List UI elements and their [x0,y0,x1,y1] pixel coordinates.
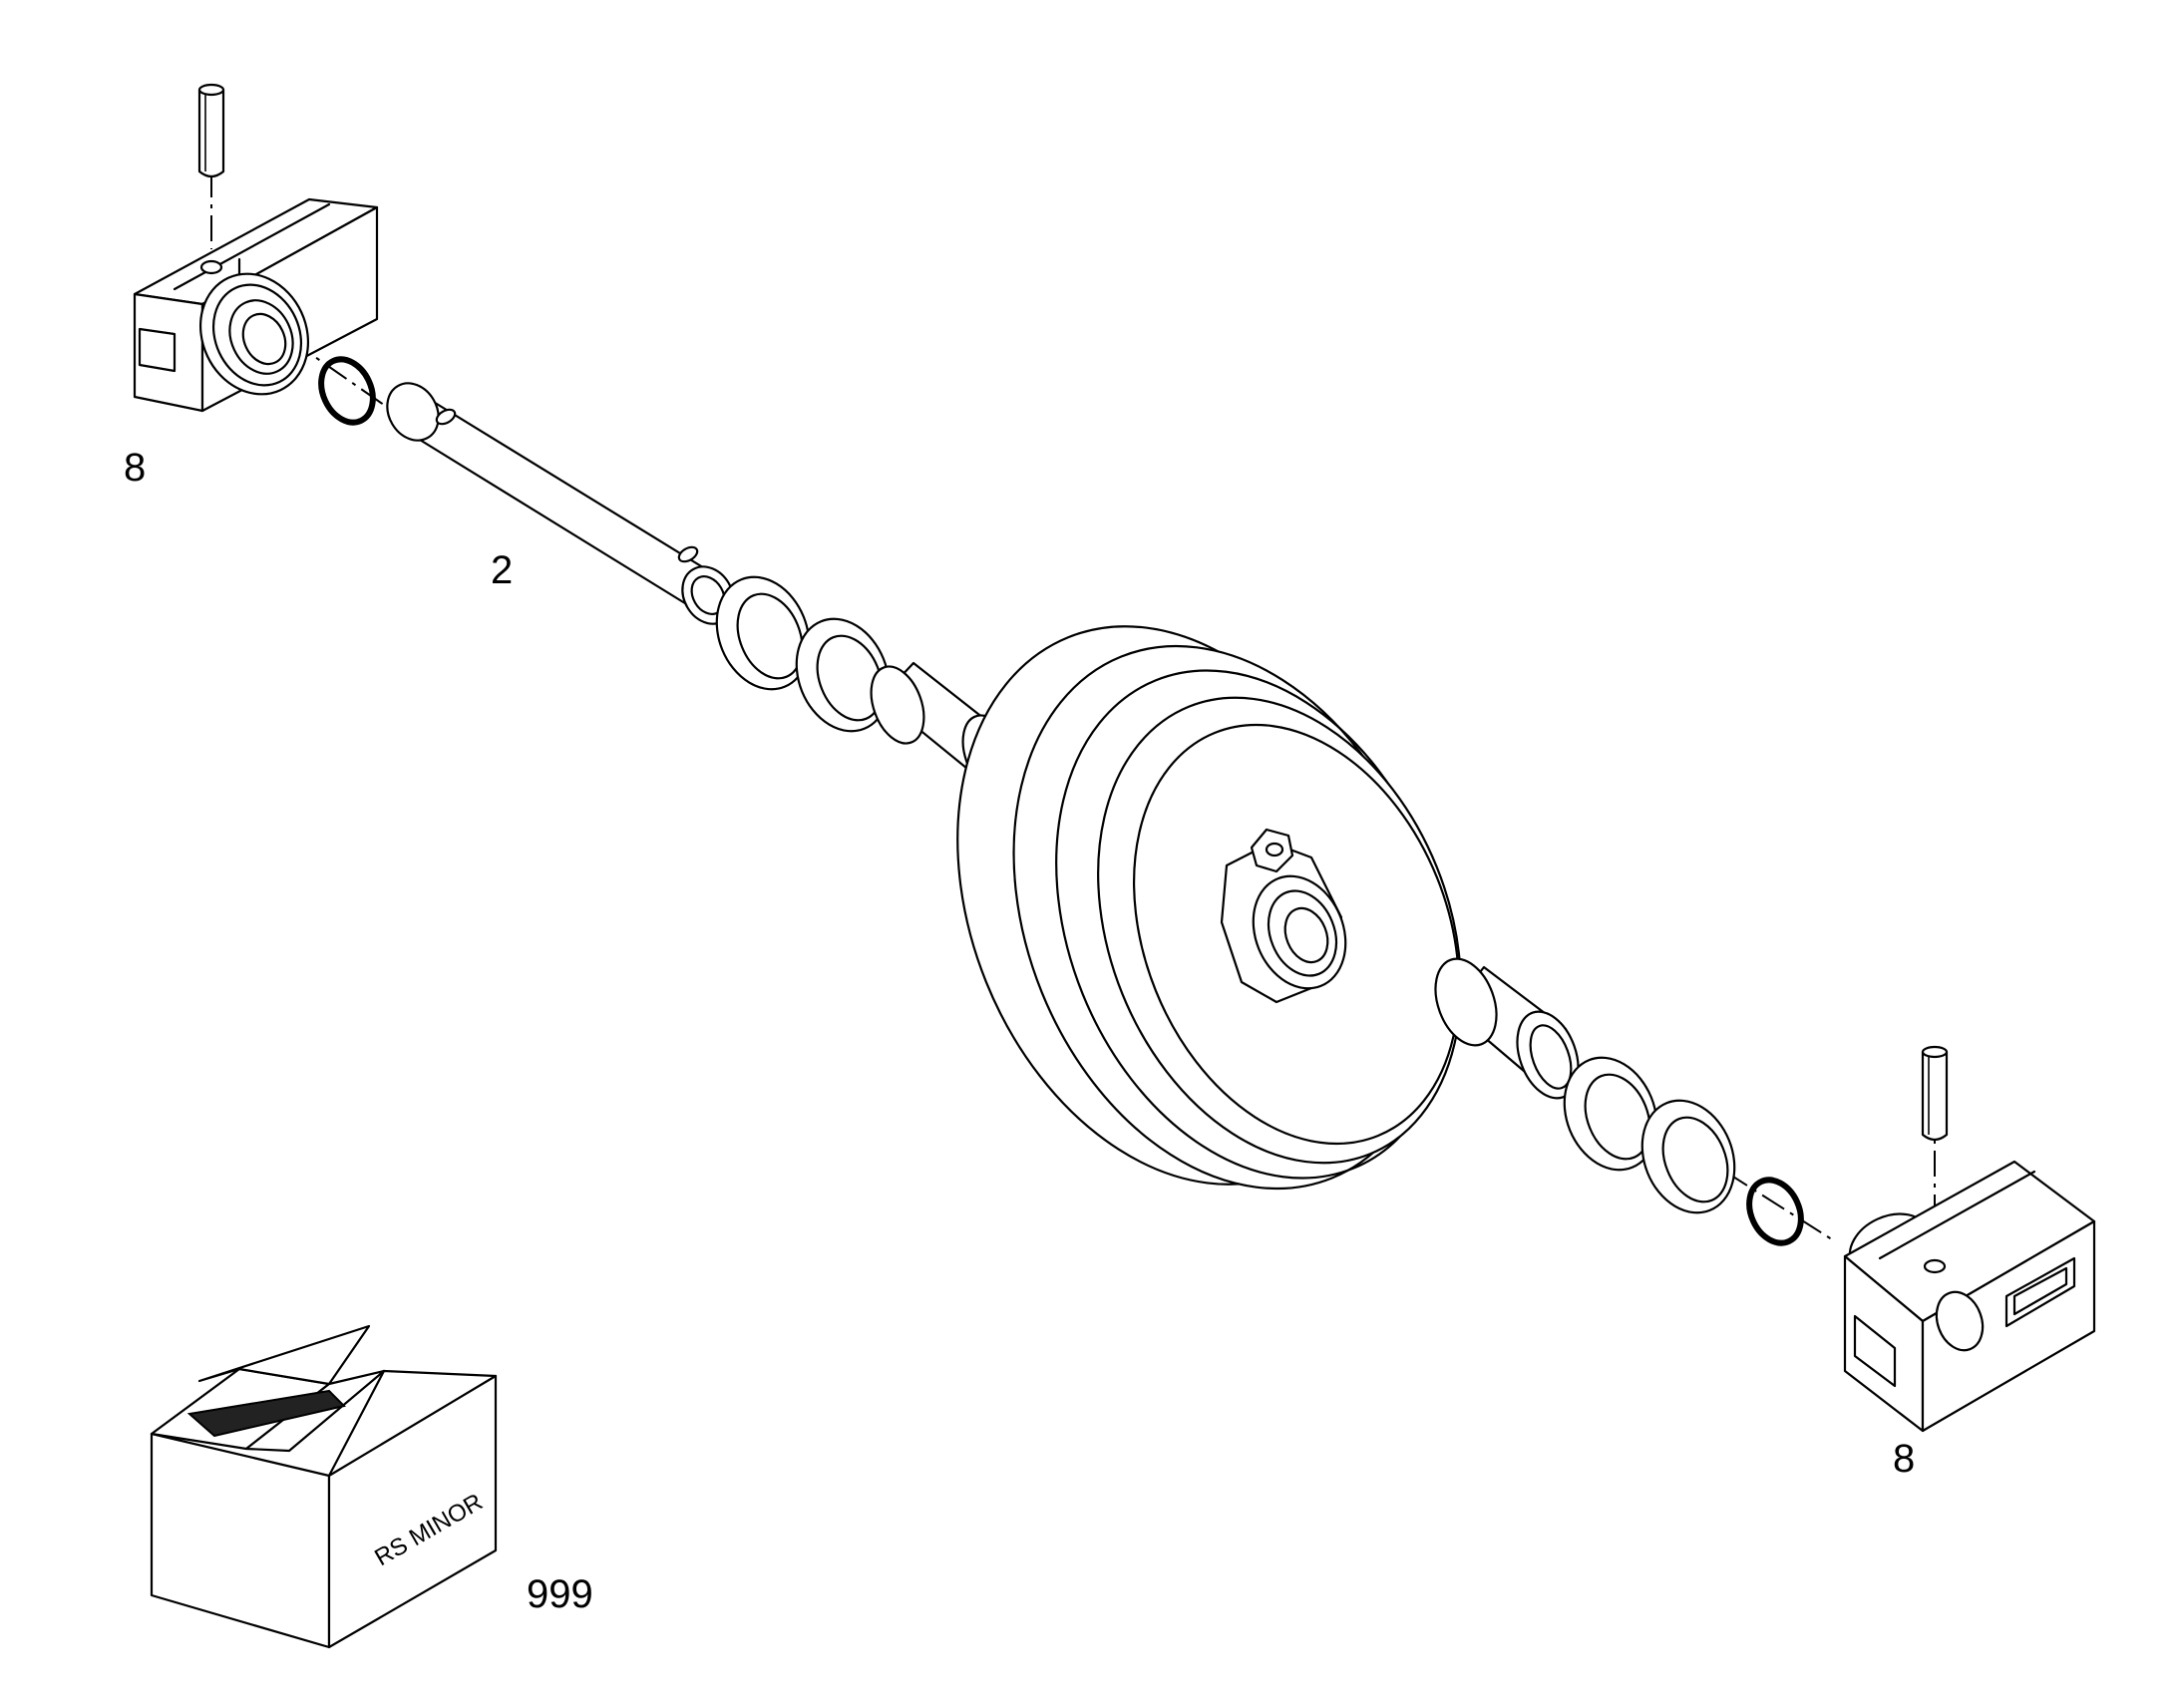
o-ring-left [318,356,376,426]
callout-bracket-left: 8 [124,446,146,490]
bushing-right [1434,957,1580,1100]
shaft [386,382,735,625]
o-ring-right [1746,1177,1804,1246]
kit-box: RS MINOR [150,1324,498,1649]
callout-kit: 999 [527,1572,593,1616]
callout-shaft: 2 [491,548,513,592]
roll-pin-left [197,83,225,178]
bracket-left [133,197,379,413]
seal-ring-left-1 [715,575,811,691]
seal-ring-left-2 [795,617,891,733]
callout-bracket-right: 8 [1893,1437,1915,1481]
seal-ring-right-1 [1563,1056,1658,1172]
roll-pin-right [1921,1045,1949,1142]
seal-ring-right-2 [1640,1099,1736,1214]
idler-wheel [956,625,1462,1191]
bracket-right [1843,1160,2096,1433]
